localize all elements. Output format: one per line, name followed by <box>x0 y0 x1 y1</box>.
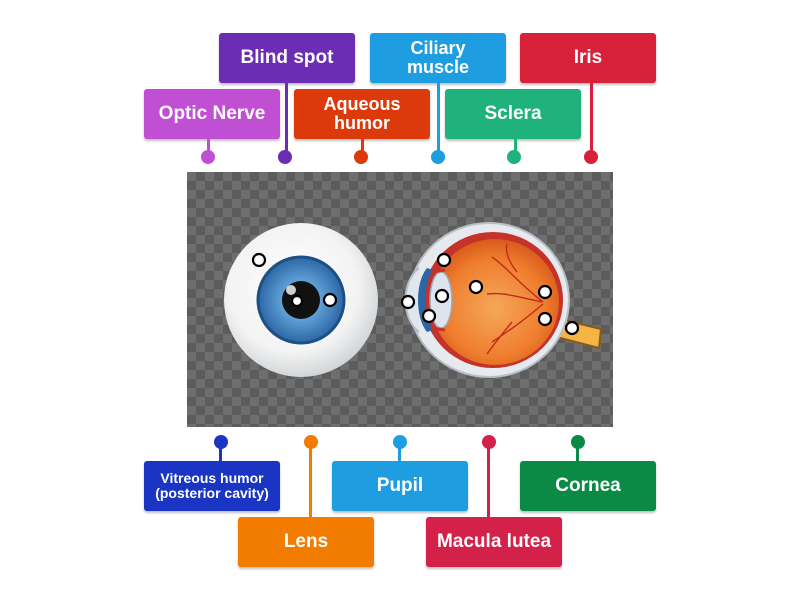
label-lens[interactable]: Lens <box>238 517 374 567</box>
pin-line-optic-nerve <box>207 139 210 156</box>
hotspot[interactable] <box>290 294 304 308</box>
eye-highlight <box>286 285 296 295</box>
label-cornea[interactable]: Cornea <box>520 461 656 511</box>
pin-line-aqueous-humor <box>361 139 364 156</box>
pin-line-lens <box>309 444 312 517</box>
pin-dot-optic-nerve[interactable] <box>201 150 215 164</box>
label-macula-lutea[interactable]: Macula lutea <box>426 517 562 567</box>
hotspot[interactable] <box>537 284 553 300</box>
hotspot[interactable] <box>421 308 437 324</box>
hotspot[interactable] <box>434 288 450 304</box>
pin-line-blind-spot <box>285 83 288 156</box>
pin-dot-pupil[interactable] <box>393 435 407 449</box>
pin-line-vitreous-humor <box>219 444 222 461</box>
pin-line-pupil <box>398 444 401 461</box>
pin-line-sclera <box>514 139 517 156</box>
label-text-line1: Vitreous humor <box>160 470 264 487</box>
pin-dot-vitreous-humor[interactable] <box>214 435 228 449</box>
label-text: Pupil <box>376 475 424 497</box>
label-optic-nerve[interactable]: Optic Nerve <box>144 89 280 139</box>
pin-line-cornea <box>576 444 579 461</box>
label-text-line1: Ciliary <box>410 38 466 59</box>
label-text: Cornea <box>555 475 621 497</box>
pin-line-macula-lutea <box>487 444 490 517</box>
label-ciliary-muscle[interactable]: Ciliary muscle <box>370 33 506 83</box>
pin-dot-aqueous-humor[interactable] <box>354 150 368 164</box>
vitreous-shape <box>431 239 559 365</box>
diagram-board <box>187 172 613 427</box>
eye-illustration <box>224 222 603 378</box>
pin-dot-ciliary-muscle[interactable] <box>431 150 445 164</box>
label-iris[interactable]: Iris <box>520 33 656 83</box>
hotspot[interactable] <box>322 292 338 308</box>
hotspot[interactable] <box>436 252 452 268</box>
pin-dot-iris[interactable] <box>584 150 598 164</box>
pin-line-iris <box>590 83 593 156</box>
label-text: Blind spot <box>240 47 334 69</box>
hotspot[interactable] <box>468 279 484 295</box>
label-aqueous-humor[interactable]: Aqueous humor <box>294 89 430 139</box>
pin-dot-lens[interactable] <box>304 435 318 449</box>
pin-dot-blind-spot[interactable] <box>278 150 292 164</box>
label-text: Iris <box>573 47 603 69</box>
hotspot[interactable] <box>564 320 580 336</box>
label-text-line2: (posterior cavity) <box>155 485 269 501</box>
pin-line-ciliary-muscle <box>437 83 440 156</box>
hotspot[interactable] <box>251 252 267 268</box>
ciliary-body <box>430 268 446 332</box>
label-text-line1: Aqueous <box>323 94 401 115</box>
label-pupil[interactable]: Pupil <box>332 461 468 511</box>
pin-dot-sclera[interactable] <box>507 150 521 164</box>
pin-dot-cornea[interactable] <box>571 435 585 449</box>
label-text-line2: humor <box>334 113 390 133</box>
label-blind-spot[interactable]: Blind spot <box>219 33 355 83</box>
cross-section-eye <box>404 222 603 378</box>
pin-dot-macula-lutea[interactable] <box>482 435 496 449</box>
label-text: Optic Nerve <box>158 103 266 125</box>
iris-section <box>418 268 433 332</box>
label-text: Lens <box>283 531 329 553</box>
label-text: Sclera <box>484 103 542 125</box>
label-vitreous-humor[interactable]: Vitreous humor (posterior cavity) <box>144 461 280 511</box>
hotspot[interactable] <box>400 294 416 310</box>
label-text: Macula lutea <box>436 531 552 553</box>
label-sclera[interactable]: Sclera <box>445 89 581 139</box>
label-text-line2: muscle <box>406 57 470 77</box>
blood-vessels <box>486 243 544 355</box>
hotspot[interactable] <box>537 311 553 327</box>
